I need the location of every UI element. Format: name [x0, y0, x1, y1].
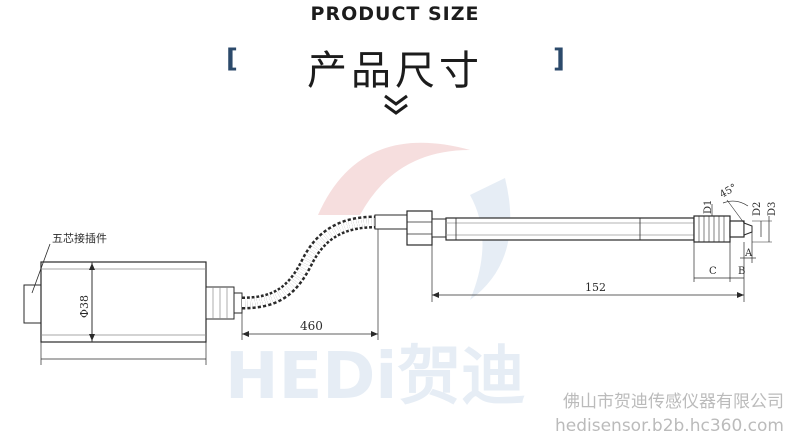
connector-label: 五芯接插件	[52, 231, 107, 245]
sensor-body	[40, 261, 207, 343]
right-bracket: ]	[553, 44, 565, 74]
double-chevron-down-icon	[384, 94, 408, 115]
dim-cable-length: 460	[300, 319, 323, 333]
left-bracket: [	[226, 44, 238, 74]
hex-nut	[406, 210, 433, 246]
dim-b: B	[738, 266, 745, 277]
dim-d3: D3	[767, 202, 778, 216]
watermark-url: hedisensor.b2b.hc360.com	[554, 416, 784, 436]
watermark-company: 佛山市贺迪传感仪器有限公司	[563, 392, 784, 412]
dim-d2: D2	[752, 202, 763, 216]
dim-body-diameter: Φ38	[78, 295, 91, 318]
body-tail	[205, 286, 243, 320]
dim-angle: 45°	[718, 182, 739, 200]
dim-c: C	[709, 266, 717, 277]
dim-d1: D1	[703, 200, 714, 214]
dim-rod-length: 152	[585, 281, 606, 294]
armored-cable	[241, 215, 376, 310]
measuring-rod	[445, 217, 695, 241]
watermark-text: 佛山市贺迪传感仪器有限公司 hedisensor.b2b.hc360.com	[555, 390, 784, 438]
watermark-logo: HEDi贺迪	[225, 142, 525, 414]
threaded-tip	[693, 215, 753, 243]
dim-a: A	[744, 248, 753, 259]
title-english: PRODUCT SIZE	[310, 3, 480, 25]
watermark-brand: HEDi贺迪	[225, 340, 525, 414]
title-chinese: 产品尺寸	[307, 48, 483, 94]
